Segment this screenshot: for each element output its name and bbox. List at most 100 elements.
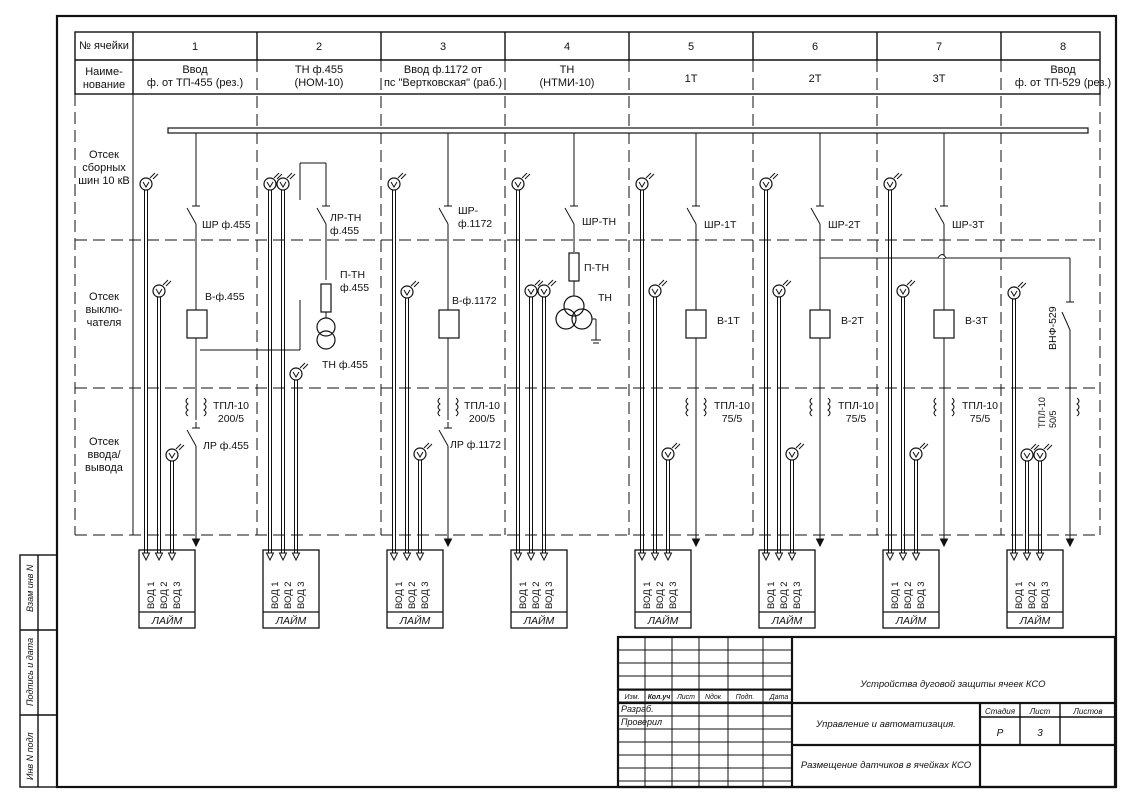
cell-1-arrow-3 [167,552,177,562]
tb-sheet: 3 [1037,728,1043,739]
cell-1-sensor-2-ray1 [162,279,169,286]
cell-5-breaker [685,309,707,339]
cell-5-breaker-label: В-1Т [717,315,740,327]
cell-4-sensor-3 [537,284,551,298]
cell-8-number: 8 [1060,41,1066,53]
tb-sheet-title: Размещение датчиков в ячейках КСО [801,760,972,771]
cell-8-arrow-2 [1022,552,1032,562]
device-laim-3-input-2: ВОД 2 [407,581,418,609]
cell-4-name-line1: ТН [560,64,575,76]
cell-5-arrow-2 [650,552,660,562]
cell-5-ct-left [685,397,689,417]
cell-3-breaker-label: В-ф.1172 [452,295,497,307]
device-laim-5 [634,549,692,629]
cell-1-sensor-2 [152,284,166,298]
device-laim-4-input-3: ВОД 3 [544,581,555,609]
cell-4-sensor-3-ray1 [547,279,554,286]
cell-7-sensor-3-ray2 [922,443,929,450]
cell-1-sensor-3-ray1 [175,443,182,450]
cell-2-sensor-3-ray1 [299,362,306,369]
cell-6-sensor-1 [759,177,773,191]
cell-6-sensor-2-mark [775,288,783,295]
header-table: № ячейки Наиме- нование [74,31,1101,95]
cell-1-bus-switch-label: ШР ф.455 [202,219,251,231]
cell-3-sensor-1-ray1 [397,172,404,179]
device-laim-7-input-1: ВОД 1 [890,581,901,609]
tb-header-ndok: Nдок [705,693,722,701]
cell-6-number: 6 [812,41,818,53]
cell-4-sensor-1-ray2 [524,173,531,180]
cell-4-switch-blade [564,207,575,225]
cell-5-sensor-2-ray1 [658,279,665,286]
cell-3-cable-out [443,538,453,548]
cell-1-sensor-2-mark [155,288,163,295]
cell-5-ct-right [703,397,707,417]
tb-header-list: Лист [676,694,695,701]
cell-8-sensor-2 [1020,448,1034,462]
device-laim-7-label: ЛАЙМ [895,614,927,627]
cell-2-switch-label-line2: ф.455 [330,225,359,237]
cell-5-arrow-3 [663,552,673,562]
cell-2-arrow-3 [291,552,301,562]
cell-2-sensor-2-ray2 [289,173,296,180]
device-laim-6-label: ЛАЙМ [771,614,803,627]
cell-6-breaker-label: В-2Т [841,315,864,327]
cell-8-sensor-3-ray2 [1046,444,1053,451]
cell-3-line-switch-label: ЛР ф.1172 [450,439,501,451]
device-laim-3-label: ЛАЙМ [399,614,431,627]
cell-3-bus-switch-blade [438,207,449,225]
cell-6-sensor-3 [785,447,799,461]
cell-1-sensor-2-ray2 [165,280,172,287]
compartment-bus-line2: сборных [82,162,126,174]
cell-2-vt-label: ТН ф.455 [322,359,368,371]
device-laim-1 [138,549,196,629]
cell-3-sensor-3-ray1 [423,442,430,449]
cell-5-ct-label-line1: ТПЛ-10 [714,400,750,412]
cell-1-line-switch-label: ЛР ф.455 [203,440,249,452]
cell-4-fuse-label: П-ТН [584,262,609,274]
cell-1-ct-label-line2: 200/5 [218,413,244,425]
cell-4-sensor-2-mark [527,288,535,295]
cell-2-fuse-label-line1: П-ТН [340,269,365,281]
cell-1-ct-left [185,397,189,417]
cell-2-switch-label-line1: ЛР-ТН [330,212,361,224]
cell-4-vt-left [555,308,577,330]
cell-7-ct-label-line1: ТПЛ-10 [962,400,998,412]
cell-number-header: № ячейки [79,40,129,52]
cell-3-arrow-3 [415,552,425,562]
cell-7-breaker-label: В-3Т [965,315,988,327]
cell-3-breaker [438,309,460,339]
cell-3-sensor-1 [387,177,401,191]
cell-2-arrow-2 [278,552,288,562]
cell-6-sensor-1-ray2 [772,173,779,180]
cell-5-name-line1: 1Т [685,73,698,85]
cell-2-sensor-1-mark [266,181,274,188]
cell-8-crossover [937,254,947,259]
cell-3-bus-switch-label-line2: ф.1172 [458,218,492,230]
cell-5-cable-out [691,538,701,548]
cell-2-sensor-3-mark [292,371,300,378]
cell-6-breaker [809,309,831,339]
cell-8-switch-blade [1061,311,1071,331]
compartment-io-line2: ввода/ [87,449,121,461]
cell-4-sensor-2-ray1 [534,279,541,286]
device-laim-7 [882,549,940,629]
cell-8-ct-label-line2: 50/5 [1048,410,1058,428]
cell-5-sensor-1 [635,177,649,191]
side-label-2: Подпись и дата [25,638,35,706]
cell-4-fuse [568,252,580,282]
cell-7-sensor-2-ray2 [909,280,916,287]
cell-5-sensor-3 [661,447,675,461]
compartment-grid: Отсек сборных шин 10 кВ Отсек выклю- чат… [74,60,1101,536]
cell-6-sensor-2-ray1 [782,279,789,286]
device-laim-4-input-2: ВОД 2 [531,581,542,609]
device-laim-6-input-3: ВОД 3 [792,581,803,609]
cell-6-arrow-1 [761,552,771,562]
